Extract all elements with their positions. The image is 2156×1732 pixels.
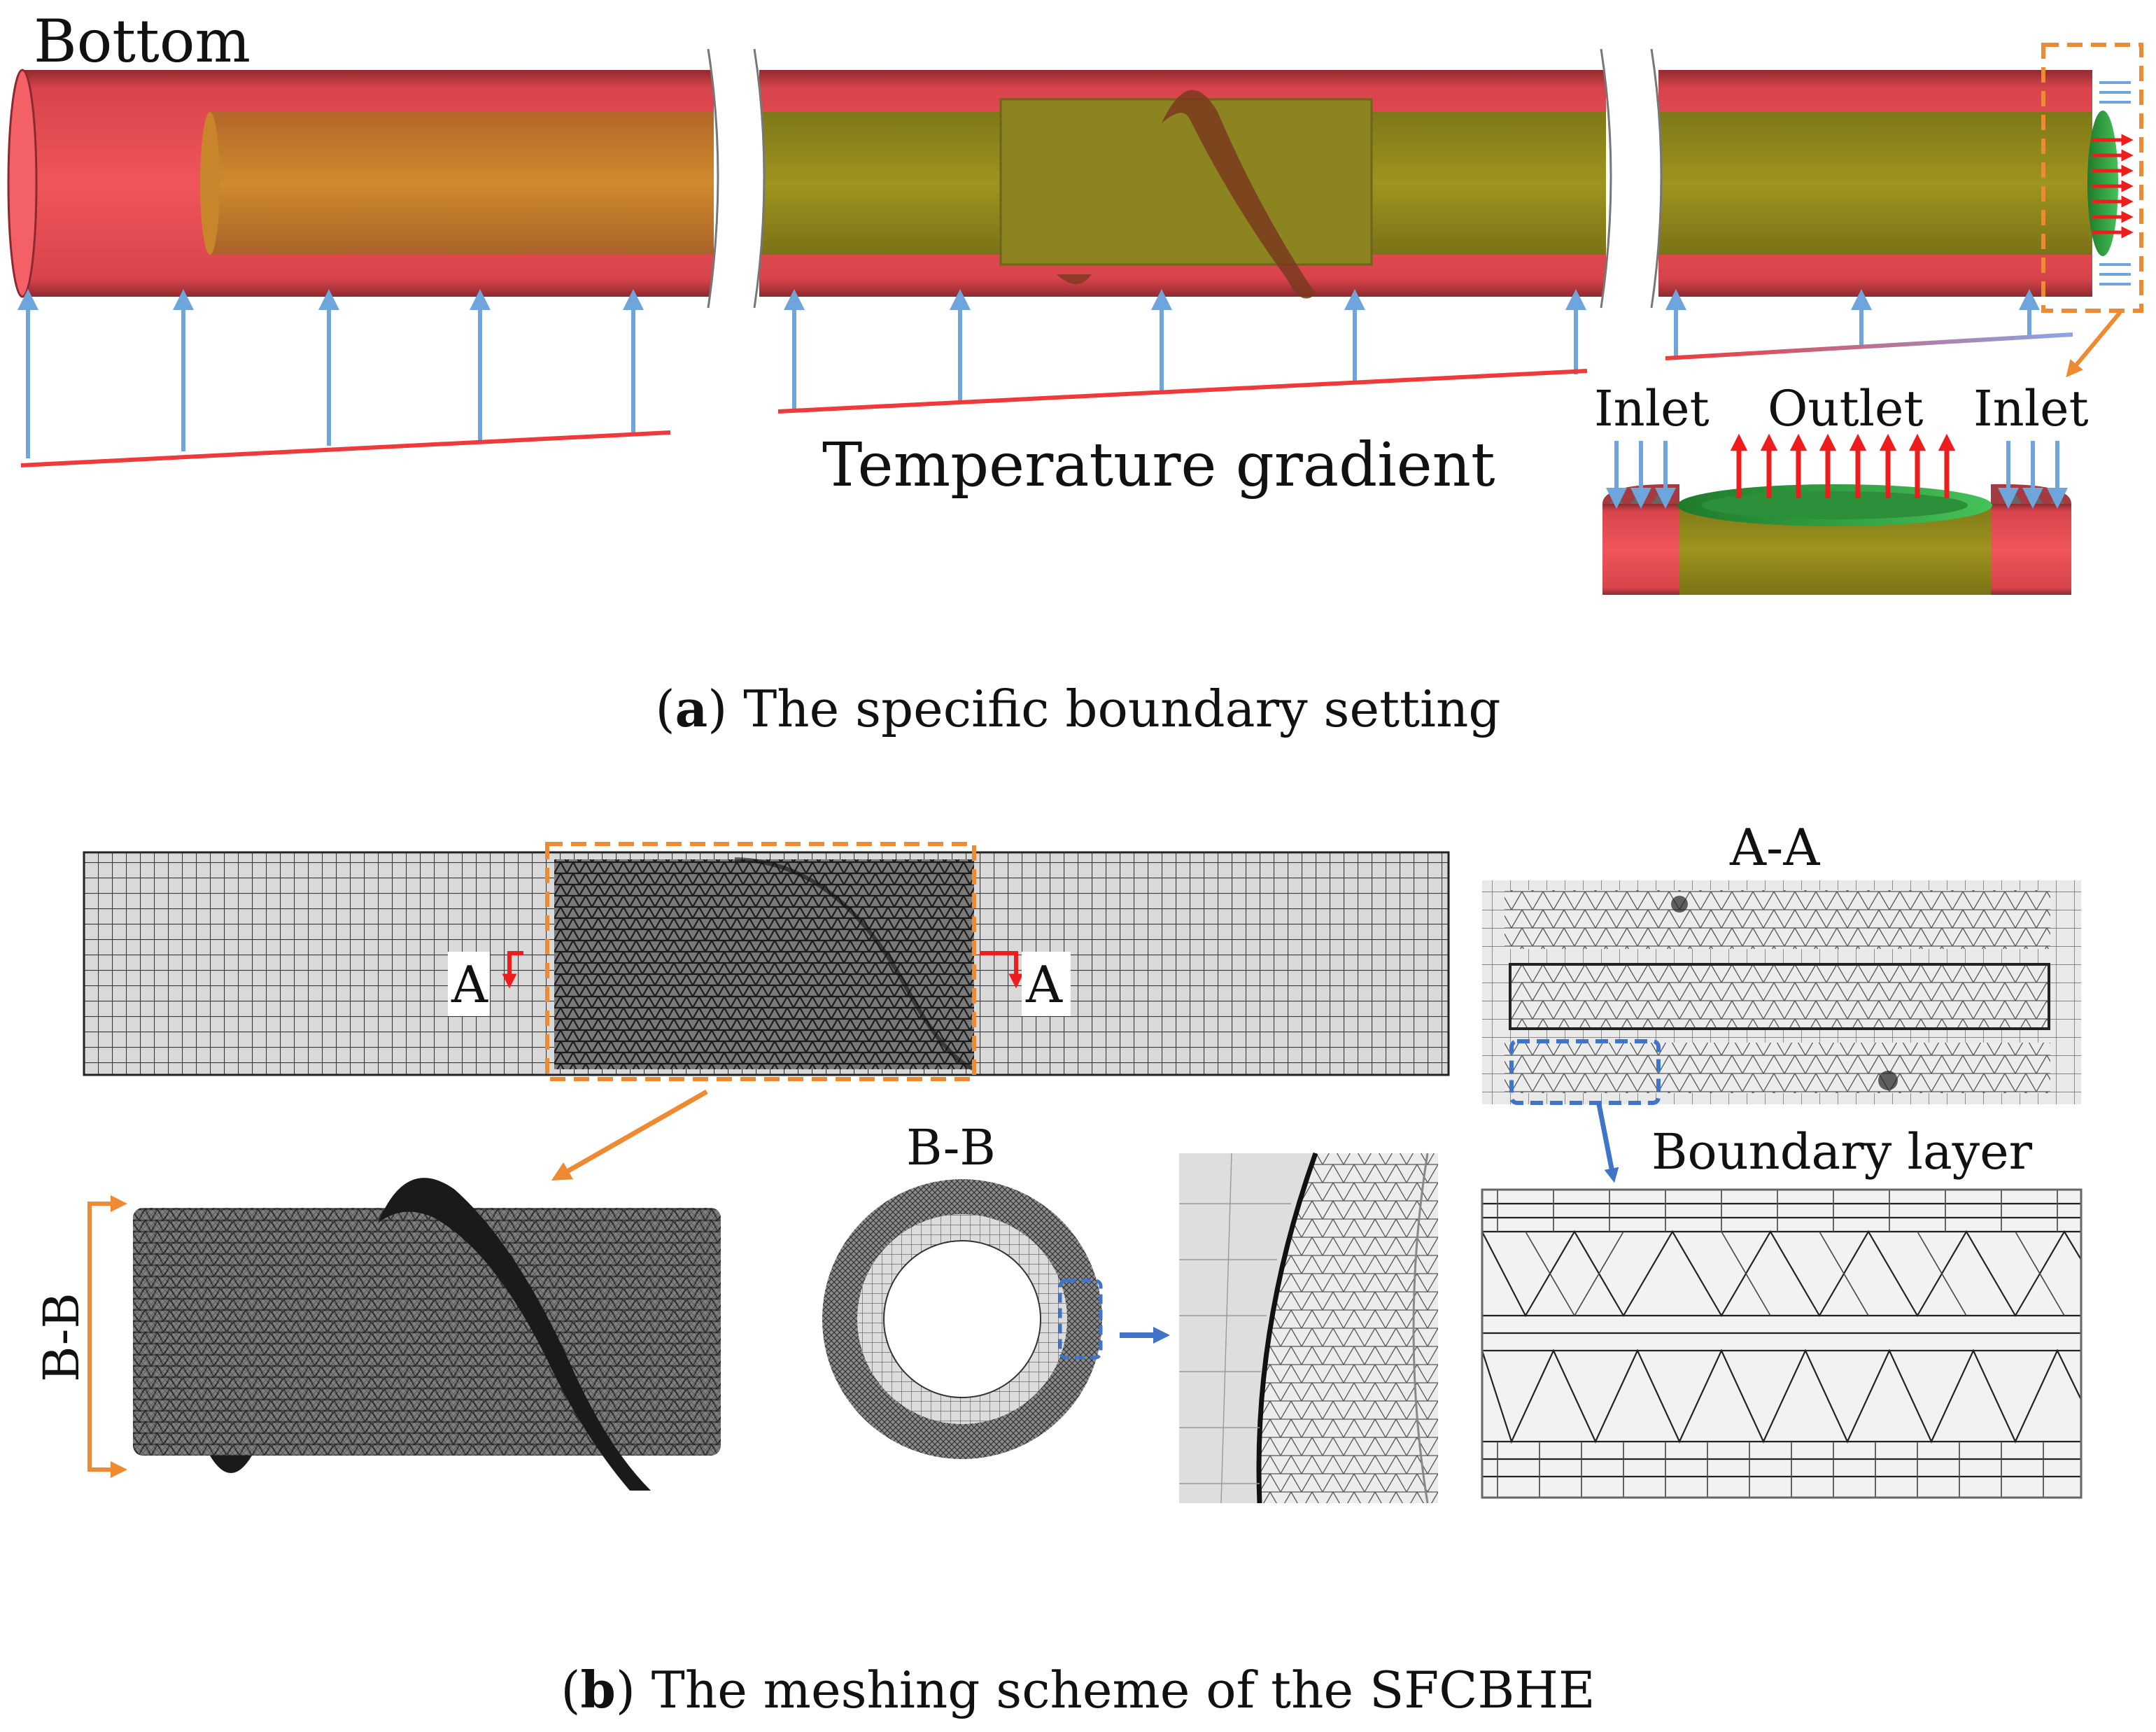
- temperature-gradient-label: Temperature gradient: [822, 430, 1495, 500]
- zoom-spiral-fin: [378, 1178, 651, 1491]
- boundary-layer-zoom: [1481, 1188, 2083, 1499]
- pipe-segment-middle: [759, 70, 1606, 299]
- bb-title: B-B: [906, 1119, 996, 1176]
- inlet-left-label: Inlet: [1594, 380, 1710, 437]
- caption-b: (b) The meshing scheme of the SFCBHE: [561, 1660, 1595, 1719]
- outlet-label: Outlet: [1768, 380, 1924, 437]
- section-a-marker-right: A: [980, 951, 1071, 1016]
- fin-callout-arrow: [551, 1089, 708, 1181]
- caption-b-letter: b: [580, 1660, 616, 1719]
- outlet-detail-inset: [1602, 484, 2071, 595]
- spiral-fin: [1162, 90, 1316, 299]
- inset-inlet-right-arrows: [1998, 441, 2068, 509]
- inlet-right-label: Inlet: [1973, 380, 2089, 437]
- bb-side-label: B-B: [33, 1293, 90, 1382]
- boundary-layer-label: Boundary layer: [1651, 1123, 2033, 1181]
- outlet-callout-arrow: [2066, 311, 2122, 378]
- bottom-label: Bottom: [34, 7, 251, 76]
- aa-section-mesh: [1482, 880, 2081, 1104]
- section-a-left-label: A: [451, 955, 488, 1014]
- mesh-pipe-overview: [83, 851, 1450, 1076]
- pipe-segment-top: [1658, 70, 2118, 297]
- inset-outlet-arrows: [1730, 433, 1956, 498]
- panel-a: Bottom: [7, 7, 2143, 595]
- bb-ring-section: [822, 1179, 1102, 1459]
- bb-bracket: [87, 1195, 127, 1478]
- bb-detail-highlight-box: [1058, 1279, 1103, 1360]
- bb-detail-zoom: [1179, 1152, 1438, 1504]
- caption-b-text: The meshing scheme of the SFCBHE: [635, 1661, 1595, 1719]
- finned-section-zoom: [133, 1178, 721, 1491]
- outlet-highlight-box: [2041, 43, 2143, 313]
- panel-b: A A A-A Boundary layer: [33, 818, 2083, 1504]
- aa-title: A-A: [1729, 818, 1820, 877]
- break-marks: [707, 48, 1663, 309]
- boundary-layer-highlight-box: [1509, 1039, 1661, 1105]
- inlet-ticks-pipe: [2099, 81, 2131, 286]
- caption-a-letter: a: [675, 679, 708, 738]
- section-a-right-label: A: [1025, 955, 1063, 1014]
- pipe-segment-bottom: [7, 69, 714, 298]
- caption-a-text: The specific boundary setting: [727, 680, 1501, 738]
- section-a-marker-left: A: [448, 951, 523, 1016]
- inset-inlet-left-arrows: [1606, 441, 1676, 509]
- outlet-arrows-pipe: [2092, 134, 2134, 239]
- caption-a: (a) The specific boundary setting: [655, 679, 1501, 738]
- gradient-arrows: [17, 289, 2040, 458]
- boundary-layer-callout-arrow: [1596, 1104, 1619, 1183]
- gradient-lines: [20, 332, 2073, 467]
